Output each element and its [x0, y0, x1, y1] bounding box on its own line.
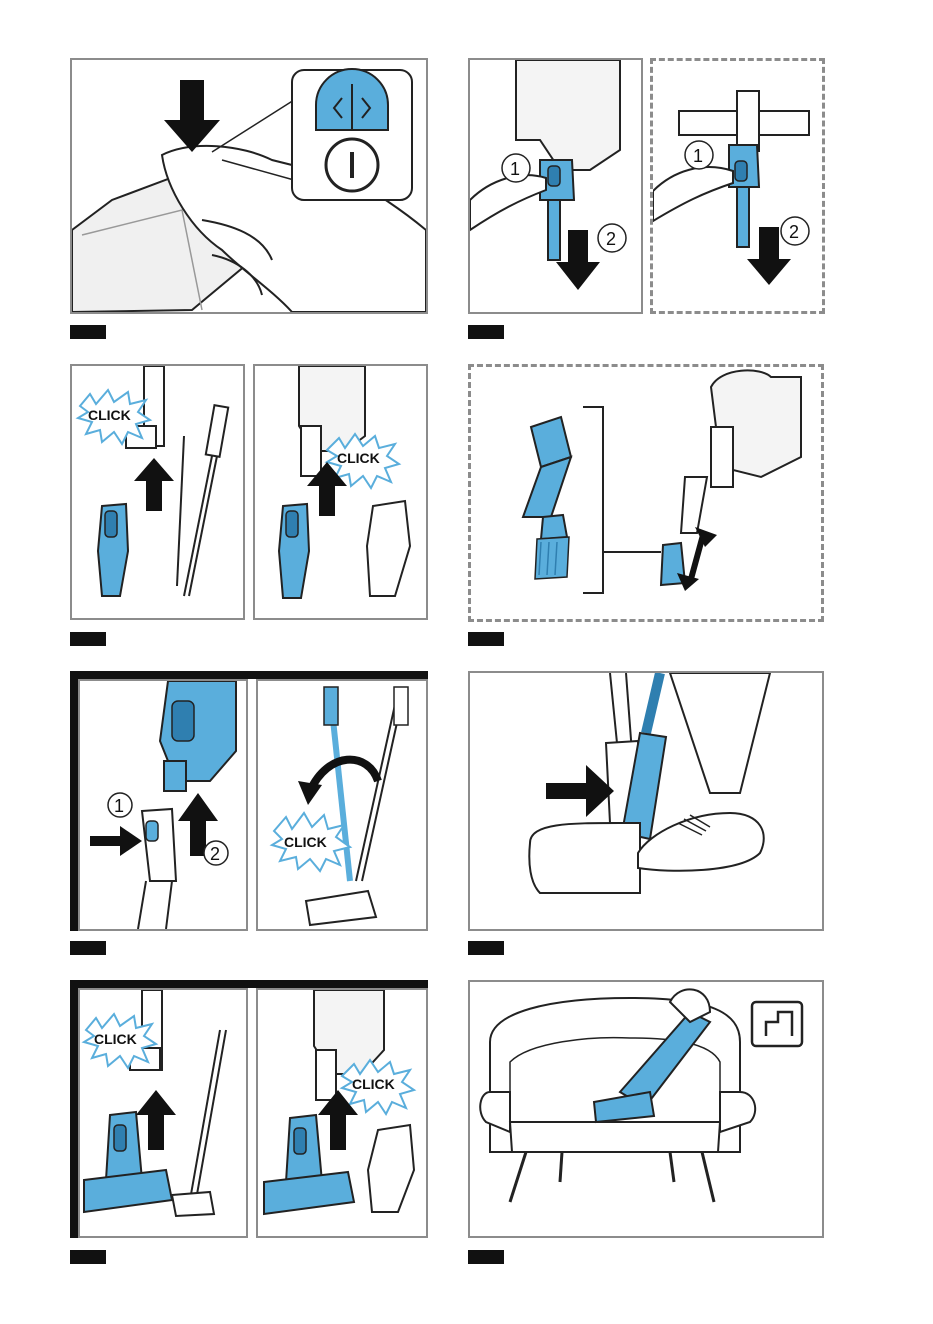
- arrow-right-icon: [546, 765, 614, 817]
- step-number-two: 2: [606, 229, 616, 249]
- illustration-release-tube: 1 2: [470, 60, 641, 312]
- section-frame-bar: [70, 980, 78, 1238]
- step-panel-attach-floor-nozzle-handheld: CLICK: [256, 988, 428, 1238]
- step-panel-press-button: [70, 58, 428, 314]
- arrow-up-icon: [134, 458, 174, 511]
- step-number-two: 2: [210, 844, 220, 864]
- arrow-right-icon: [90, 826, 142, 856]
- step-number-tag: [468, 632, 504, 646]
- step-panel-attach-nozzle-tube: CLICK: [70, 364, 245, 620]
- illustration-attach-nozzle-tube: CLICK: [72, 366, 243, 618]
- click-label: CLICK: [352, 1076, 395, 1092]
- step-number-one: 1: [114, 796, 124, 816]
- illustration-connect-tube: 1 2: [80, 681, 246, 929]
- illustration-rotate-click: CLICK: [258, 681, 426, 929]
- step-number-tag: [70, 1250, 106, 1264]
- illustration-release-tube-alt: 1 2: [653, 61, 822, 311]
- click-label: CLICK: [337, 450, 380, 466]
- step-number-tag: [70, 632, 106, 646]
- section-frame-bar: [70, 671, 78, 931]
- step-number-tag: [70, 325, 106, 339]
- section-frame-bar: [70, 671, 428, 679]
- illustration-attach-floor-handheld: CLICK: [258, 990, 426, 1236]
- arrow-down-icon: [164, 80, 220, 152]
- click-label: CLICK: [94, 1031, 137, 1047]
- step-panel-accessory-nozzles: [468, 364, 824, 622]
- illustration-press-button: [72, 60, 426, 312]
- arrow-up-icon: [136, 1090, 176, 1150]
- illustration-foot-release: [470, 673, 820, 927]
- click-label: CLICK: [284, 834, 327, 850]
- illustration-attach-nozzle-handheld: CLICK: [255, 366, 426, 618]
- step-number-tag: [468, 941, 504, 955]
- illustration-attach-floor-tube: CLICK: [80, 990, 246, 1236]
- step-number-tag: [468, 1250, 504, 1264]
- step-panel-foot-release: [468, 671, 824, 931]
- handheld-mode-icon: [752, 1002, 802, 1046]
- section-frame-bar: [70, 980, 428, 988]
- step-number-one: 1: [510, 159, 520, 179]
- step-panel-attach-floor-nozzle-tube: CLICK: [78, 988, 248, 1238]
- step-panel-handheld-armchair: [468, 980, 824, 1238]
- step-number-one: 1: [693, 146, 703, 166]
- arrow-down-icon: [556, 230, 600, 290]
- click-burst: CLICK: [272, 813, 350, 871]
- step-number-two: 2: [789, 222, 799, 242]
- step-panel-rotate-click: CLICK: [256, 679, 428, 931]
- step-panel-connect-tube: 1 2: [78, 679, 248, 931]
- click-label: CLICK: [88, 407, 131, 423]
- step-panel-attach-nozzle-handheld: CLICK: [253, 364, 428, 620]
- step-number-tag: [70, 941, 106, 955]
- step-number-tag: [468, 325, 504, 339]
- illustration-accessory-nozzles: [471, 367, 821, 619]
- click-burst: CLICK: [78, 390, 150, 444]
- step-panel-release-tube: 1 2: [468, 58, 643, 314]
- click-burst: CLICK: [342, 1060, 414, 1114]
- step-panel-release-tube-alt: 1 2: [650, 58, 825, 314]
- illustration-handheld-armchair: [470, 982, 822, 1236]
